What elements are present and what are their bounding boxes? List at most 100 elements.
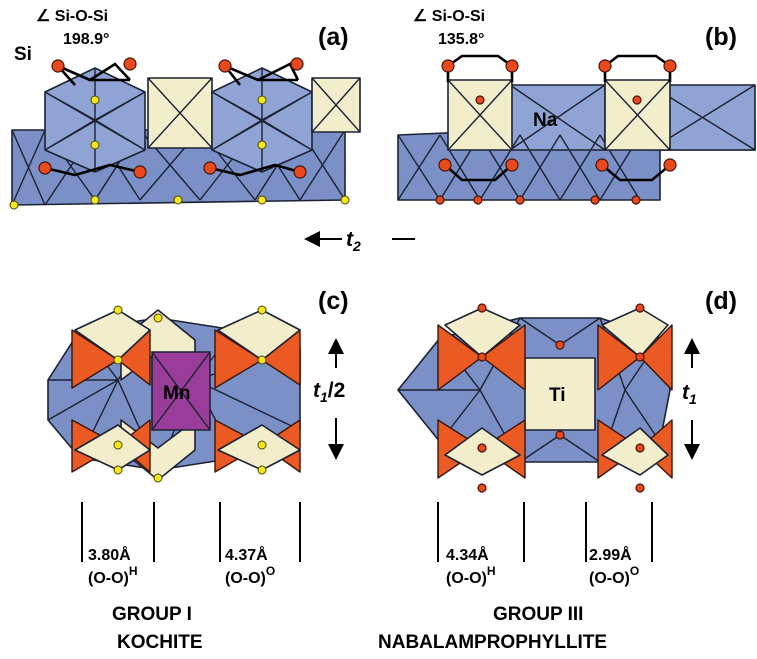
oxygen-atom: [203, 161, 217, 175]
oxygen-atom: [51, 59, 65, 73]
t2-label: t2: [346, 228, 361, 254]
yellow-atom: [340, 195, 350, 205]
meas-o-sub: (O-O)O: [589, 564, 639, 587]
meas-o-sub: (O-O)O: [225, 564, 275, 587]
si-o-si-bonds-top-2: [603, 54, 672, 82]
tetrahedron: [481, 324, 526, 391]
oxygen-atom: [438, 158, 452, 172]
yellow-atom: [113, 305, 123, 315]
yellow-atom: [257, 465, 267, 475]
oxygen-atom: [38, 161, 52, 175]
oxygen-atom: [635, 303, 645, 313]
oxygen-atom: [635, 443, 645, 453]
group-label-right: GROUP III: [493, 604, 583, 625]
oxygen-atom: [515, 195, 525, 205]
yellow-atom: [257, 355, 267, 365]
si-o-si-bonds-bottom-2: [209, 163, 301, 177]
yellow-atom: [257, 440, 267, 450]
t1-label: t1: [682, 381, 697, 407]
yellow-atom: [173, 195, 183, 205]
oxygen-atom: [290, 57, 304, 71]
oxygen-atom: [598, 59, 612, 73]
oxygen-atom: [441, 59, 455, 73]
t1-vector: t1: [682, 338, 700, 460]
group-label-left: GROUP I: [112, 604, 192, 625]
si-o-si-bonds-top-1: [446, 54, 514, 82]
panel-label-d: (d): [705, 287, 737, 315]
panel-d: Ti (d) t1 4.34Å (O-O)H 2.99Å (O-O)O GROU…: [378, 287, 737, 653]
oxygen-atom: [477, 483, 487, 493]
meas-h-value: 3.80Å: [88, 545, 131, 564]
atom-label-na: Na: [533, 110, 558, 131]
oxygen-atom: [435, 195, 445, 205]
panel-label-a: (a): [318, 23, 349, 51]
oxygen-atom: [555, 430, 565, 440]
yellow-atom: [9, 200, 19, 210]
oxygen-atom: [635, 483, 645, 493]
angle-label: ∠ Si-O-Si: [413, 8, 485, 25]
yellow-tetrahedron: [601, 427, 669, 476]
panel-b: ∠ Si-O-Si 135.8° Na (b): [397, 8, 756, 205]
meas-h-value: 4.34Å: [446, 545, 489, 564]
oxygen-atom: [663, 59, 677, 73]
tetrahedron: [71, 329, 119, 389]
oxygen-atom: [477, 443, 487, 453]
oxygen-atom: [632, 95, 642, 105]
oxygen-atom: [473, 195, 483, 205]
meas-o-value: 2.99Å: [589, 545, 632, 564]
angle-value: 198.9°: [63, 31, 109, 48]
measurement-h: 3.80Å (O-O)H: [81, 502, 155, 587]
meas-h-sub: (O-O)H: [88, 564, 138, 587]
tetrahedron: [214, 329, 263, 389]
mineral-name-right: NABALAMPROPHYLLITE: [378, 632, 607, 653]
atom-label-mn: Mn: [163, 383, 190, 404]
ti-site: [524, 357, 596, 431]
si-o-si-bonds-bottom-1: [444, 164, 513, 182]
measurement-o: 4.37Å (O-O)O: [219, 502, 301, 587]
oxygen-atom: [133, 165, 147, 179]
oxygen-atom: [477, 352, 487, 362]
oxygen-atom: [595, 158, 609, 172]
yellow-atom: [257, 140, 267, 150]
measurement-h: 4.34Å (O-O)H: [437, 502, 525, 587]
t1-half-vector: t1/2: [313, 338, 345, 460]
yellow-atom: [257, 95, 267, 105]
yellow-atom: [153, 313, 163, 323]
yellow-atom: [90, 195, 100, 205]
oxygen-atom: [505, 158, 519, 172]
atom-label-ti: Ti: [549, 385, 566, 406]
yellow-atom: [113, 355, 123, 365]
mineral-name-left: KOCHITE: [117, 632, 203, 653]
atom-label-si: Si: [14, 44, 32, 65]
panel-label-b: (b): [705, 23, 737, 51]
oxygen-atom: [123, 57, 137, 71]
oxygen-atom: [475, 95, 485, 105]
oxygen-atom: [635, 352, 645, 362]
yellow-atom: [113, 440, 123, 450]
angle-label: ∠ Si-O-Si: [36, 8, 108, 25]
oxygen-atom: [590, 195, 600, 205]
oxygen-atom: [663, 158, 677, 172]
panel-label-c: (c): [318, 287, 349, 315]
yellow-atom: [257, 195, 267, 205]
oxygen-atom: [477, 303, 487, 313]
t2-vector: t2: [304, 228, 415, 254]
tetrahedron: [639, 324, 673, 391]
oxygen-atom: [505, 59, 519, 73]
oxygen-atom: [293, 165, 307, 179]
panel-a: ∠ Si-O-Si 198.9° Si (a): [9, 8, 361, 210]
tetrahedron: [597, 324, 641, 391]
oxygen-atom: [555, 340, 565, 350]
yellow-tetrahedron-bottom-left: [74, 424, 151, 471]
si-o-si-bonds-bottom-2: [601, 164, 671, 182]
angle-value: 135.8°: [438, 31, 484, 48]
si-o-si-bonds-bottom-1: [44, 163, 141, 177]
oxygen-atom: [631, 195, 641, 205]
oxygen-atom: [218, 59, 232, 73]
yellow-atom: [90, 95, 100, 105]
t1-half-label: t1/2: [313, 379, 345, 405]
tetrahedron: [437, 324, 483, 391]
yellow-atom: [113, 465, 123, 475]
panel-c: Mn (c) t1/2 3.80Å (O-O)H 4.37Å (O-O)O GR…: [47, 287, 349, 653]
